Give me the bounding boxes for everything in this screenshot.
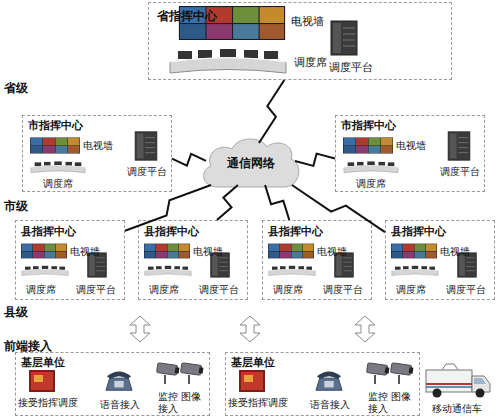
double-arrow <box>240 316 260 342</box>
console-image <box>392 266 438 276</box>
node-text: 电视墙 <box>291 15 324 28</box>
server-image <box>448 132 470 160</box>
server-image <box>135 132 157 160</box>
command-center-box: 市指挥中心电视墙调度平台调度席 <box>335 115 485 192</box>
node-text: 调度席 <box>396 284 426 296</box>
network-cloud: 通信网络 <box>198 135 303 193</box>
double-arrow <box>355 316 375 342</box>
node-text: 调度席 <box>273 284 303 296</box>
node-title: 基层单位 <box>231 356 275 369</box>
node-text: 调度席 <box>356 178 386 190</box>
node-text: 电视墙 <box>396 140 426 152</box>
van-image <box>426 364 490 398</box>
node-text: 电视墙 <box>440 246 470 258</box>
screen-image <box>239 370 265 392</box>
node-title: 县指挥中心 <box>21 225 76 238</box>
lightning-link <box>125 185 211 231</box>
tv-wall-image <box>343 138 393 154</box>
node-title: 市指挥中心 <box>28 119 83 132</box>
lightning-link <box>172 154 206 166</box>
lightning-link <box>295 154 335 166</box>
node-text: 调度平台 <box>76 284 116 296</box>
node-text: 调度席 <box>294 56 327 69</box>
vehicle-label: 移动通信车 <box>432 402 482 416</box>
console-image <box>344 161 398 172</box>
node-title: 县指挥中心 <box>144 225 199 238</box>
node-text: 调度席 <box>149 284 179 296</box>
lightning-link <box>217 185 238 220</box>
command-center-box: 县指挥中心电视墙调度席 调度平台 <box>138 220 248 300</box>
command-center-box: 省指挥中心 电视墙调度席调度平台 <box>148 2 452 80</box>
console-image <box>170 49 286 73</box>
command-center-box: 县指挥中心电视墙调度席 调度平台 <box>262 220 372 300</box>
node-title: 基层单位 <box>21 356 65 369</box>
command-center-box: 市指挥中心电视墙调度平台调度席 <box>22 115 172 192</box>
node-text: 电视墙 <box>317 246 347 258</box>
tv-wall-image <box>268 244 314 259</box>
node-title: 通信网络 <box>198 156 303 170</box>
base-unit-box: 基层单位接受指挥调度 语音接入 监控 图像接入 <box>225 352 420 416</box>
node-text: 语音接入 <box>310 399 350 411</box>
console-image <box>31 161 85 172</box>
node-text: 接受指挥调度 <box>18 397 78 409</box>
node-text: 电视墙 <box>83 140 113 152</box>
camera-image <box>367 363 414 384</box>
node-text: 调度平台 <box>446 284 486 296</box>
node-text: 调度平台 <box>323 284 363 296</box>
node-text: 语音接入 <box>100 399 140 411</box>
node-text: 调度平台 <box>440 166 480 178</box>
node-text: 监控 图像接入 <box>158 391 204 415</box>
node-text: 电视墙 <box>70 246 100 258</box>
node-text: 接受指挥调度 <box>228 397 288 409</box>
node-title: 市指挥中心 <box>341 119 396 132</box>
node-text: 电视墙 <box>193 246 223 258</box>
node-text: 调度平台 <box>329 61 373 74</box>
node-text: 监控 图像接入 <box>368 391 414 415</box>
level-label: 县级 <box>4 304 28 321</box>
console-image <box>145 266 191 276</box>
phone-image <box>316 372 342 391</box>
tv-wall-image <box>391 244 437 259</box>
tv-wall-image <box>21 244 67 259</box>
tv-wall-image <box>144 244 190 259</box>
lightning-link <box>265 185 289 220</box>
level-label: 前端接入 <box>4 338 52 355</box>
lightning-link <box>259 80 284 143</box>
tv-wall-image <box>30 138 80 154</box>
camera-image <box>157 363 204 384</box>
base-unit-box: 基层单位接受指挥调度 语音接入 监控 图像接入 <box>15 352 210 416</box>
node-text: 调度席 <box>43 178 73 190</box>
command-center-box: 县指挥中心电视墙调度席 调度平台 <box>385 220 495 300</box>
console-image <box>269 266 315 276</box>
double-arrow <box>130 316 150 342</box>
screen-image <box>29 370 55 392</box>
command-center-box: 县指挥中心电视墙调度席 调度平台 <box>15 220 125 300</box>
node-text: 调度平台 <box>127 166 167 178</box>
node-title: 县指挥中心 <box>391 225 446 238</box>
console-image <box>22 266 68 276</box>
node-text: 调度席 <box>26 284 56 296</box>
node-title: 县指挥中心 <box>268 225 323 238</box>
level-label: 省级 <box>4 80 28 97</box>
node-text: 调度平台 <box>199 284 239 296</box>
phone-image <box>106 372 132 391</box>
server-image <box>331 21 357 55</box>
level-label: 市级 <box>4 198 28 215</box>
node-title: 省指挥中心 <box>157 9 217 23</box>
lightning-link <box>292 185 385 232</box>
